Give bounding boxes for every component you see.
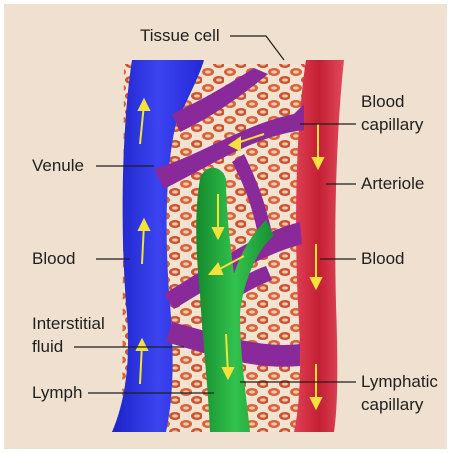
label-lymphatic-2: capillary (361, 395, 424, 414)
label-venule: Venule (32, 156, 84, 175)
label-lymph: Lymph (32, 383, 82, 402)
label-blood-capillary-2: capillary (361, 115, 424, 134)
label-blood-left: Blood (32, 249, 75, 268)
label-arteriole: Arteriole (361, 174, 424, 193)
diagram-frame: Tissue cell Blood capillary Venule Arter… (4, 4, 447, 449)
capillary-diagram: Tissue cell Blood capillary Venule Arter… (4, 4, 447, 449)
label-blood-right: Blood (361, 249, 404, 268)
label-tissue-cell: Tissue cell (140, 26, 220, 45)
label-interstitial-2: fluid (32, 337, 63, 356)
label-lymphatic-1: Lymphatic (361, 372, 438, 391)
label-blood-capillary-1: Blood (361, 92, 404, 111)
leader-tissue-cell (230, 36, 284, 60)
label-interstitial-1: Interstitial (32, 314, 105, 333)
